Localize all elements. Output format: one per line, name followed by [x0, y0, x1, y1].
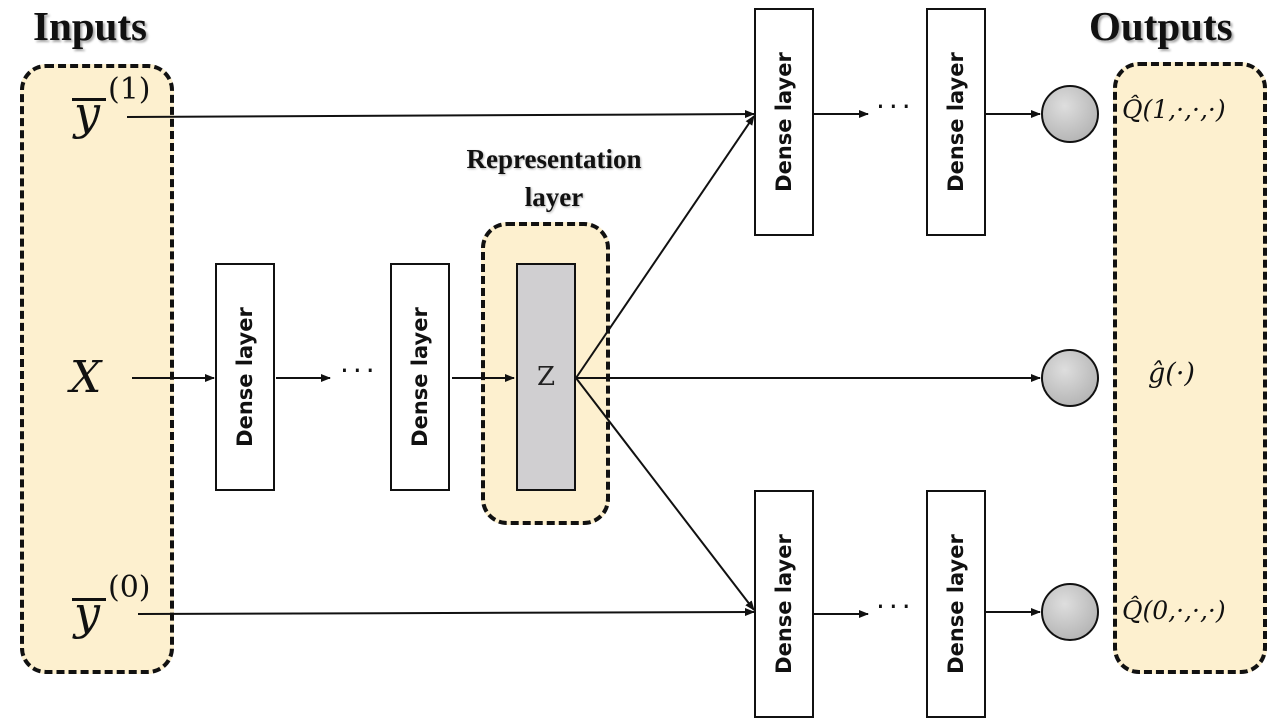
dense-layer-shared-1: Dense layer [215, 263, 275, 491]
inputs-heading: Inputs [33, 3, 147, 49]
input-y0: y [74, 586, 100, 640]
dense-layer-label: Dense layer [233, 307, 257, 447]
dense-layer-label: Dense layer [944, 534, 968, 674]
output-node-q1 [1041, 85, 1099, 143]
arrow-z-to-top-branch [575, 115, 755, 379]
arrow-y0-to-dense [137, 608, 755, 617]
ellipsis-top: ··· [876, 90, 915, 123]
y0-overbar [72, 598, 106, 601]
output-label-q0: Q̂(0,·,·,·) [1122, 596, 1226, 625]
input-y1-superscript: (1) [108, 72, 151, 107]
ellipsis-shared: ··· [340, 354, 379, 387]
outputs-heading: Outputs [1089, 3, 1233, 49]
dense-layer-bottom-1: Dense layer [754, 490, 814, 718]
dense-layer-bottom-2: Dense layer [926, 490, 986, 718]
arrow-y1-to-dense [126, 110, 755, 119]
y1-overbar [72, 98, 106, 101]
dense-layer-label: Dense layer [772, 534, 796, 674]
output-label-g: ĝ(·) [1148, 358, 1195, 389]
representation-label-line1: Representation [466, 144, 642, 174]
outputs-group [1113, 62, 1267, 674]
input-x: X [70, 352, 102, 403]
output-node-q0 [1041, 583, 1099, 641]
input-y1: y [74, 86, 100, 140]
dense-layer-label: Dense layer [944, 52, 968, 192]
dense-layer-label: Dense layer [772, 52, 796, 192]
arrow-z-to-bottom-branch [575, 377, 755, 611]
output-node-g [1041, 349, 1099, 407]
dense-layer-shared-2: Dense layer [390, 263, 450, 491]
dense-layer-top-2: Dense layer [926, 8, 986, 236]
representation-label: Representation layer [430, 140, 678, 216]
representation-z-box: Z [516, 263, 576, 491]
z-label: Z [536, 362, 556, 392]
dense-layer-label: Dense layer [408, 307, 432, 447]
inputs-group [20, 64, 174, 674]
representation-label-line2: layer [524, 182, 584, 212]
input-y0-superscript: (0) [108, 570, 151, 605]
dense-layer-top-1: Dense layer [754, 8, 814, 236]
ellipsis-bottom: ··· [876, 590, 915, 623]
output-label-q1: Q̂(1,·,·,·) [1122, 95, 1226, 124]
